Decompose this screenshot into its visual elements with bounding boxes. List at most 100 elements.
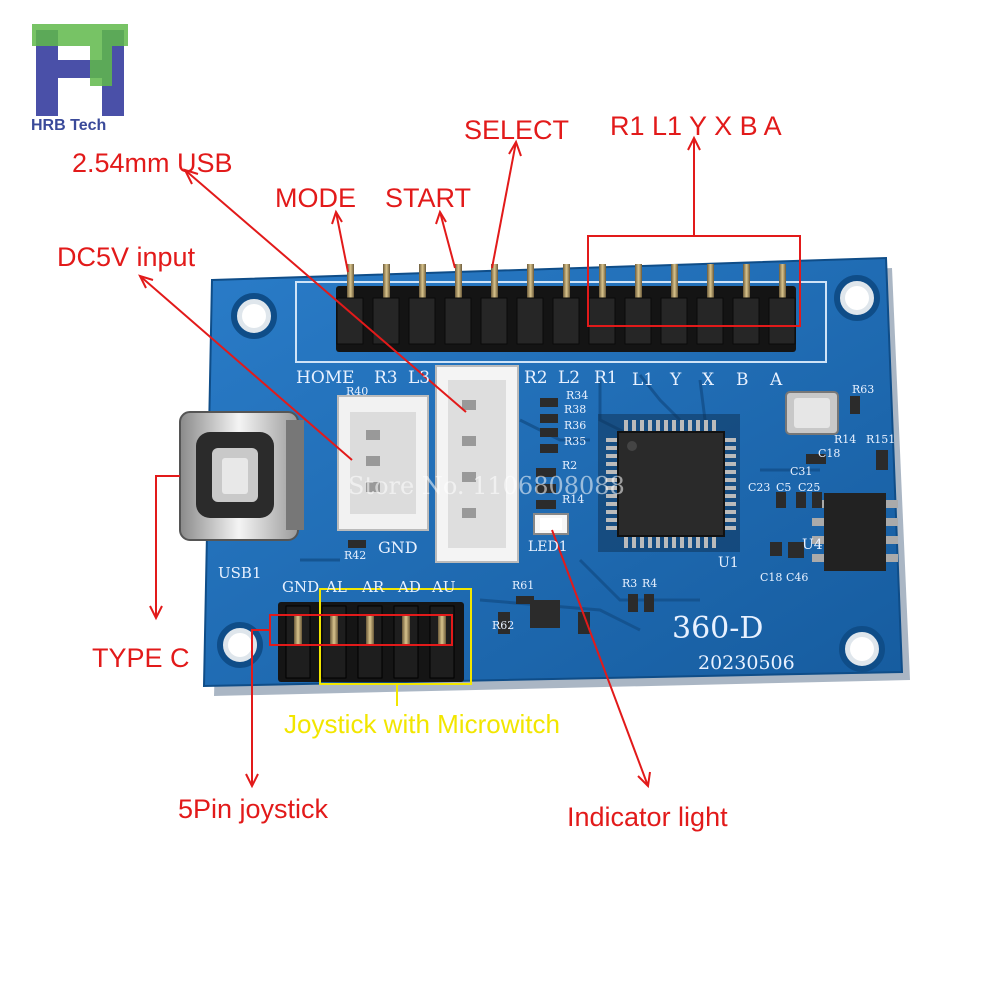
chip-leg	[606, 502, 618, 506]
callout-dc5v: DC5V input	[57, 242, 196, 272]
chip-leg	[640, 420, 644, 432]
silk-r151: R151	[866, 433, 896, 446]
silk-c5: C5	[776, 481, 792, 494]
chip-leg	[724, 470, 736, 474]
chip-leg	[606, 446, 618, 450]
chip-leg	[696, 536, 700, 548]
smd-components	[348, 396, 888, 634]
silk-c18b: C18	[760, 571, 783, 584]
silk-u1: U1	[718, 555, 739, 571]
silk-board-name: 360-D	[672, 611, 764, 646]
silk-r4: R4	[642, 577, 658, 590]
header-pin-housing	[480, 297, 508, 345]
chip-leg	[724, 454, 736, 458]
arrow-head	[183, 168, 199, 185]
callout-typec: TYPE C	[92, 643, 190, 673]
silk-r1: R1	[594, 368, 618, 388]
chip-leg	[724, 510, 736, 514]
chip-leg	[672, 536, 676, 548]
silk-joy-al: AL	[326, 578, 347, 596]
silk-r61: R61	[512, 579, 535, 592]
chip-leg	[724, 526, 736, 530]
silk-l1: L1	[632, 370, 655, 390]
joystick-pin	[366, 616, 374, 646]
header-pin	[599, 264, 606, 304]
arrow-head	[687, 135, 701, 151]
microswitch-box	[319, 588, 472, 685]
header-pin	[527, 264, 534, 304]
chip-leg	[606, 478, 618, 482]
header-pin	[491, 264, 498, 304]
silk-b: B	[736, 370, 749, 390]
chip-leg	[724, 494, 736, 498]
callout-indicator: Indicator light	[567, 802, 728, 832]
dc5v-connector	[337, 395, 429, 531]
chip-leg	[624, 420, 628, 432]
header-pin-housing	[516, 297, 544, 345]
chip-leg	[724, 478, 736, 482]
chip-leg	[688, 420, 692, 432]
chip-leg	[724, 446, 736, 450]
header-pin-housing	[696, 297, 724, 345]
header-pin-housing	[372, 297, 400, 345]
header-pin	[671, 264, 678, 304]
silk-usb1: USB1	[218, 564, 262, 582]
chip-leg	[712, 536, 716, 548]
silk-c31: C31	[790, 465, 813, 478]
chip-leg	[648, 420, 652, 432]
header-pin	[347, 264, 354, 304]
callout-mode: MODE	[275, 183, 356, 213]
chip-leg	[606, 462, 618, 466]
chip-leg	[724, 502, 736, 506]
eeprom-chip	[812, 493, 898, 571]
silk-l2: L2	[558, 368, 581, 388]
silk-r14b: R14	[834, 433, 857, 446]
silk-c46: C46	[786, 571, 809, 584]
arrow-typec	[155, 475, 180, 618]
arrow-head	[435, 209, 447, 225]
silk-a: A	[770, 370, 783, 390]
callout-arrows	[138, 135, 701, 789]
chip-leg	[606, 494, 618, 498]
arrow-select	[491, 141, 517, 269]
chip-leg	[680, 420, 684, 432]
header-pin-housing	[732, 297, 760, 345]
store-watermark: Store No. 1106808088	[348, 472, 625, 500]
chip-leg	[656, 420, 660, 432]
silk-r38: R38	[564, 403, 587, 416]
chip-leg	[606, 486, 618, 490]
silk-joy-ad: AD	[398, 578, 421, 596]
joystick-header-pins	[285, 605, 455, 679]
silk-x: X	[702, 370, 715, 390]
header-pin	[779, 264, 786, 304]
usb254-connector	[435, 365, 519, 563]
chip-leg	[704, 536, 708, 548]
chip-leg	[656, 536, 660, 548]
silk-r3: R3	[374, 368, 398, 388]
arrow-start	[439, 211, 456, 269]
chip-leg	[724, 486, 736, 490]
chip-leg	[606, 470, 618, 474]
joystick-pin	[294, 616, 302, 646]
chip-leg	[606, 510, 618, 514]
chip-leg	[696, 420, 700, 432]
arrow-indicator	[551, 529, 649, 787]
silk-c18a: C18	[818, 447, 841, 460]
chip-leg	[632, 420, 636, 432]
silk-r62: R62	[492, 619, 515, 632]
arrow-head	[245, 773, 259, 789]
chip-leg	[688, 536, 692, 548]
arrow-dc5v	[139, 275, 353, 461]
header-pin-housing	[624, 297, 652, 345]
header-pin	[635, 264, 642, 304]
callout-microswitch: Joystick with Microwitch	[284, 709, 560, 739]
brand-name: HRB Tech	[31, 117, 107, 134]
arrow-mode	[335, 211, 349, 273]
arrow-head	[138, 274, 154, 289]
pin-header-pins	[336, 264, 796, 345]
callout-usb254: 2.54mm USB	[72, 148, 233, 178]
usb-c-connector	[179, 411, 304, 541]
chip-leg	[712, 420, 716, 432]
indicator-led	[533, 513, 569, 535]
